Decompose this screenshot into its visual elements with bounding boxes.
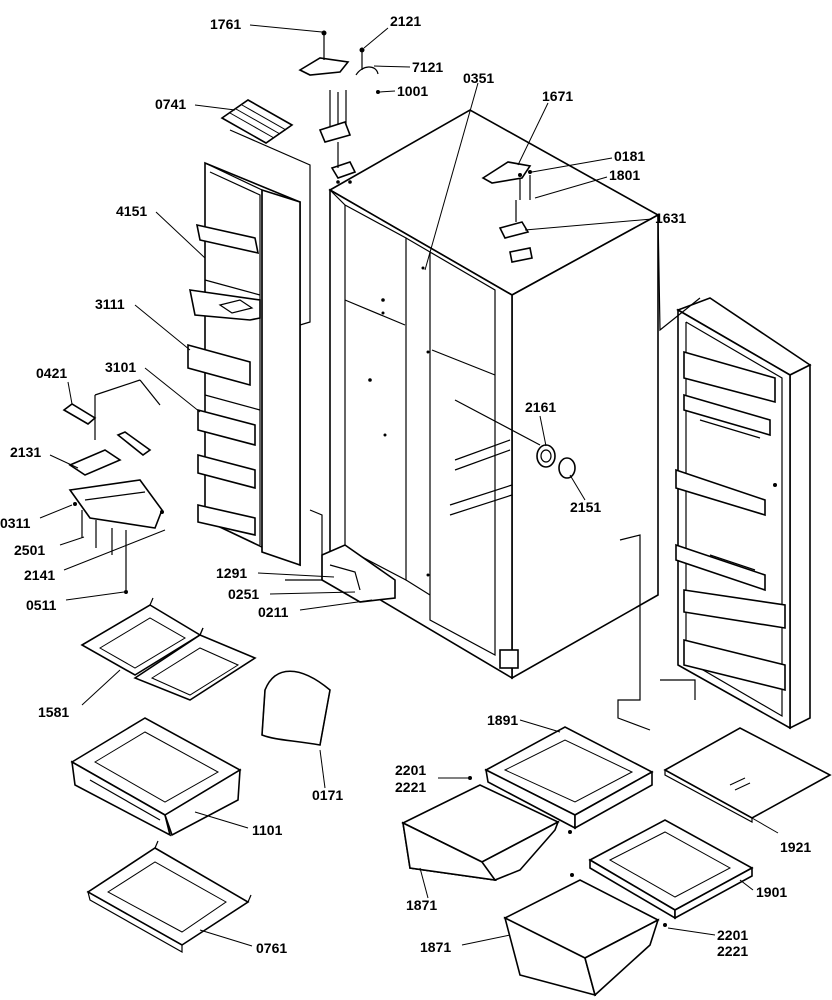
leader-lines (39, 24, 779, 947)
dispenser-parts (62, 379, 164, 594)
cabinet (321, 109, 660, 680)
label-1891: 1891 (487, 712, 518, 728)
label-0351: 0351 (463, 70, 494, 86)
label-3111: 3111 (95, 296, 125, 312)
label-0251: 0251 (228, 586, 259, 602)
label-7121: 7121 (412, 59, 443, 75)
grille-0741 (220, 99, 294, 144)
label-1921: 1921 (780, 839, 811, 855)
door-ghost-outline-right (617, 214, 701, 731)
shelf-0761 (86, 840, 252, 954)
label-3101: 3101 (105, 359, 136, 375)
shelf-1891 (484, 726, 654, 830)
shelf-1921 (663, 727, 832, 824)
label-1291: 1291 (216, 565, 247, 581)
label-1871-upper: 1871 (406, 897, 437, 913)
shelf-1101 (70, 717, 242, 837)
label-1871-lower: 1871 (420, 939, 451, 955)
freezer-door (187, 161, 301, 567)
label-2221-lower: 2221 (717, 943, 748, 959)
label-2501: 2501 (14, 542, 45, 558)
label-2121: 2121 (390, 13, 421, 29)
cover-0171 (261, 670, 331, 746)
light-parts (454, 399, 576, 479)
label-0181: 0181 (614, 148, 645, 164)
label-2201-upper: 2201 (395, 762, 426, 778)
label-0211: 0211 (258, 604, 289, 620)
label-0761: 0761 (256, 940, 287, 956)
fresh-food-door (675, 297, 812, 730)
label-2161: 2161 (525, 399, 556, 415)
label-1761: 1761 (210, 16, 241, 32)
label-0741: 0741 (155, 96, 186, 112)
label-1581: 1581 (38, 704, 69, 720)
label-0311: 0311 (0, 515, 31, 531)
door-ghost-outline (229, 129, 323, 581)
label-2141: 2141 (24, 567, 55, 583)
label-2221-upper: 2221 (395, 779, 426, 795)
label-1671: 1671 (542, 88, 573, 104)
crisper-drawer-upper (401, 776, 572, 882)
crisper-drawer-lower (503, 873, 667, 997)
label-1001: 1001 (397, 83, 428, 99)
label-0511: 0511 (26, 597, 57, 613)
label-2151: 2151 (570, 499, 601, 515)
label-2201-lower: 2201 (717, 927, 748, 943)
shelf-1581 (80, 597, 257, 701)
label-1101: 1101 (252, 822, 283, 838)
label-0421: 0421 (36, 365, 67, 381)
label-2131: 2131 (10, 444, 41, 460)
label-1631: 1631 (655, 210, 686, 226)
shelf-1901 (588, 819, 754, 920)
label-4151: 4151 (116, 203, 147, 219)
hinge-hardware-right (481, 161, 533, 263)
label-1901: 1901 (756, 884, 787, 900)
label-0171: 0171 (312, 787, 343, 803)
part-labels: 1761 2121 7121 1001 0741 0351 1671 0181 … (0, 13, 811, 959)
label-1801: 1801 (609, 167, 640, 183)
hinge-hardware-left (298, 30, 380, 184)
